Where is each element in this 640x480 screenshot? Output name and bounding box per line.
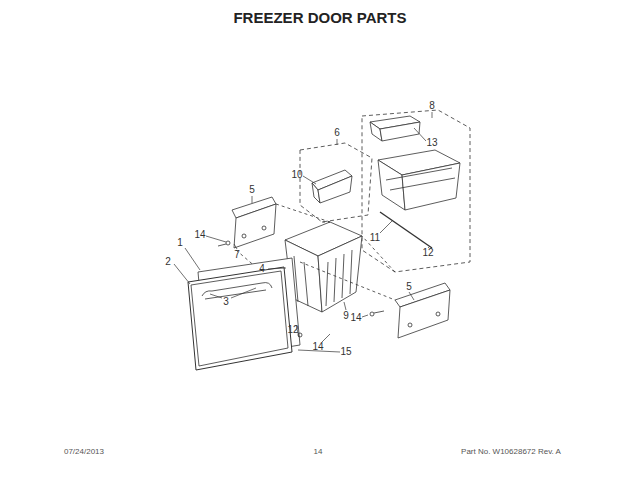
leader-lines (174, 112, 432, 352)
callout-number: 5 (406, 282, 412, 292)
callout-number: 6 (334, 128, 340, 138)
parts-drawing (174, 110, 470, 370)
callout-number: 7 (234, 250, 240, 260)
callout-number: 8 (429, 101, 435, 111)
footer-text: Part No. W10628672 Rev. A (461, 448, 561, 456)
callout-number: 1 (177, 238, 183, 248)
group-8-outline (362, 110, 470, 272)
callout-number: 15 (340, 347, 351, 357)
footer-text: 14 (314, 448, 323, 456)
callout-number: 14 (312, 342, 323, 352)
callout-number: 14 (194, 230, 205, 240)
callout-number: 12 (287, 325, 298, 335)
group-6-outline (300, 143, 372, 222)
callout-number: 14 (350, 313, 361, 323)
footer-text: 07/24/2013 (64, 448, 104, 456)
callout-number: 12 (422, 248, 433, 258)
callout-number: 3 (223, 297, 229, 307)
callout-number: 4 (259, 264, 265, 274)
diagram-title: FREEZER DOOR PARTS (233, 9, 406, 26)
callout-number: 10 (291, 170, 302, 180)
callout-number: 13 (426, 138, 437, 148)
callout-number: 5 (249, 185, 255, 195)
callout-number: 2 (165, 257, 171, 267)
door-panel (188, 267, 292, 370)
callout-number: 11 (370, 233, 380, 243)
rod-11 (380, 212, 432, 248)
callout-number: 9 (343, 311, 349, 321)
